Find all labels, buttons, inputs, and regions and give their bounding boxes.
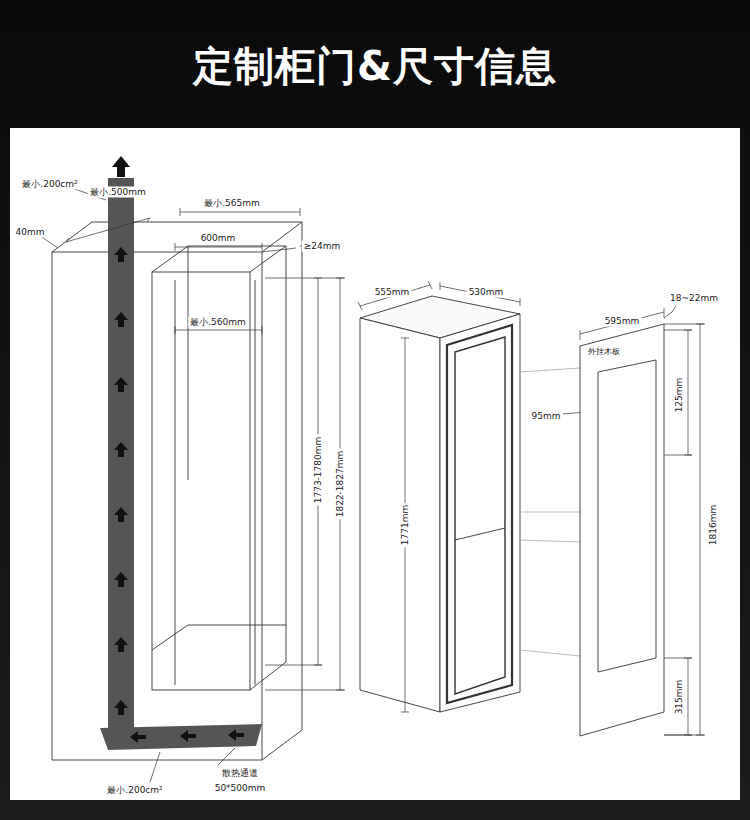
dimension-lines [358,281,705,735]
dimension-label: ≥24mm [302,241,343,252]
dimension-label: 最小.500mm [88,187,148,198]
drawing-part [664,658,692,735]
dimension-label: 散热通道 [220,768,260,779]
dimension-label: 555mm [373,287,412,298]
drawing-part [175,243,262,251]
drawing-part [664,306,676,318]
wood-panel: 外挂木板 [576,320,670,740]
dimension-label: 1771mm [400,503,411,547]
dimension-label: 530mm [467,287,506,298]
drawing-part [360,318,440,712]
dimension-label: 595mm [603,316,642,327]
dimension-lines [40,188,345,782]
drawing-part [455,337,505,694]
drawing-part [52,222,302,252]
drawing-part [150,752,160,782]
panel-window [598,360,656,672]
dimension-label: 最小.560mm [188,317,248,328]
drawing-part [180,208,300,216]
dimension-label: 1822-1827mm [335,449,346,520]
cabinet-outline [52,222,302,760]
dimension-label: 最小.200cm² [105,785,164,796]
dimension-label: 1816mm [708,503,719,547]
panel-edge [580,324,664,736]
drawing-part [40,236,58,248]
panel-outline [576,320,670,740]
drawing-part [664,324,705,735]
drawing-part [152,246,286,690]
dimension-label: 最小.565mm [202,198,262,209]
dimension-label: 315mm [674,678,685,717]
drawing-part [66,218,150,242]
drawing-part [152,625,286,650]
page-title: 定制柜门&尺寸信息 [0,40,750,92]
drawing-part [262,222,302,760]
drawing-part [520,368,580,656]
panel-label: 外挂木板 [588,346,670,357]
drawing-part [218,748,235,765]
drawing-part [152,272,250,690]
drawing-part [664,330,692,455]
dimension-label: 18~22mm [668,293,720,304]
dimension-label: 最小.200cm² [20,179,79,190]
drawing-part [52,252,262,760]
dimension-label: 600mm [199,233,238,244]
drawing-part [440,314,520,712]
airflow-arrow [112,156,130,177]
projection-lines [520,368,580,656]
appliance-outline [360,296,520,712]
dimension-label: 40mm [14,227,47,238]
dimension-label: 95mm [530,411,563,422]
drawing-part [440,282,520,306]
drawing-part [447,325,512,703]
drawing-part [455,528,505,540]
drawing-part [265,278,345,690]
drawing-part [175,280,255,685]
drawing-part [358,281,432,310]
dimension-label: 1773-1780mm [313,435,324,506]
dimension-label: 50*500mm [213,783,268,794]
dimension-label: 125mm [674,376,685,415]
